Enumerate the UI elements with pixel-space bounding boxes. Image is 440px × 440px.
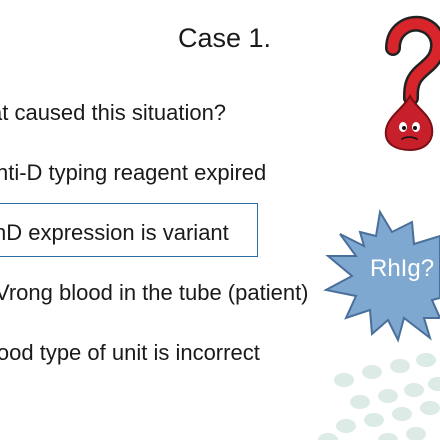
starburst-label: RhIg? (370, 255, 434, 282)
answer-option-1: nti-D typing reagent expired (0, 160, 267, 185)
answer-option-3: Vrong blood in the tube (patient) (0, 280, 309, 305)
answer-option-2: hD expression is variant (0, 220, 229, 245)
blood-drop-icon (384, 93, 434, 152)
question-mark-icon (385, 15, 440, 106)
starburst-shape: RhIg? (323, 209, 440, 343)
question-text: at caused this situation? (0, 100, 227, 125)
answer-option-4: lood type of unit is incorrect (0, 340, 260, 365)
slide-title: Case 1. (178, 23, 272, 53)
highlight-box (0, 203, 258, 257)
dot-pattern (318, 353, 440, 440)
